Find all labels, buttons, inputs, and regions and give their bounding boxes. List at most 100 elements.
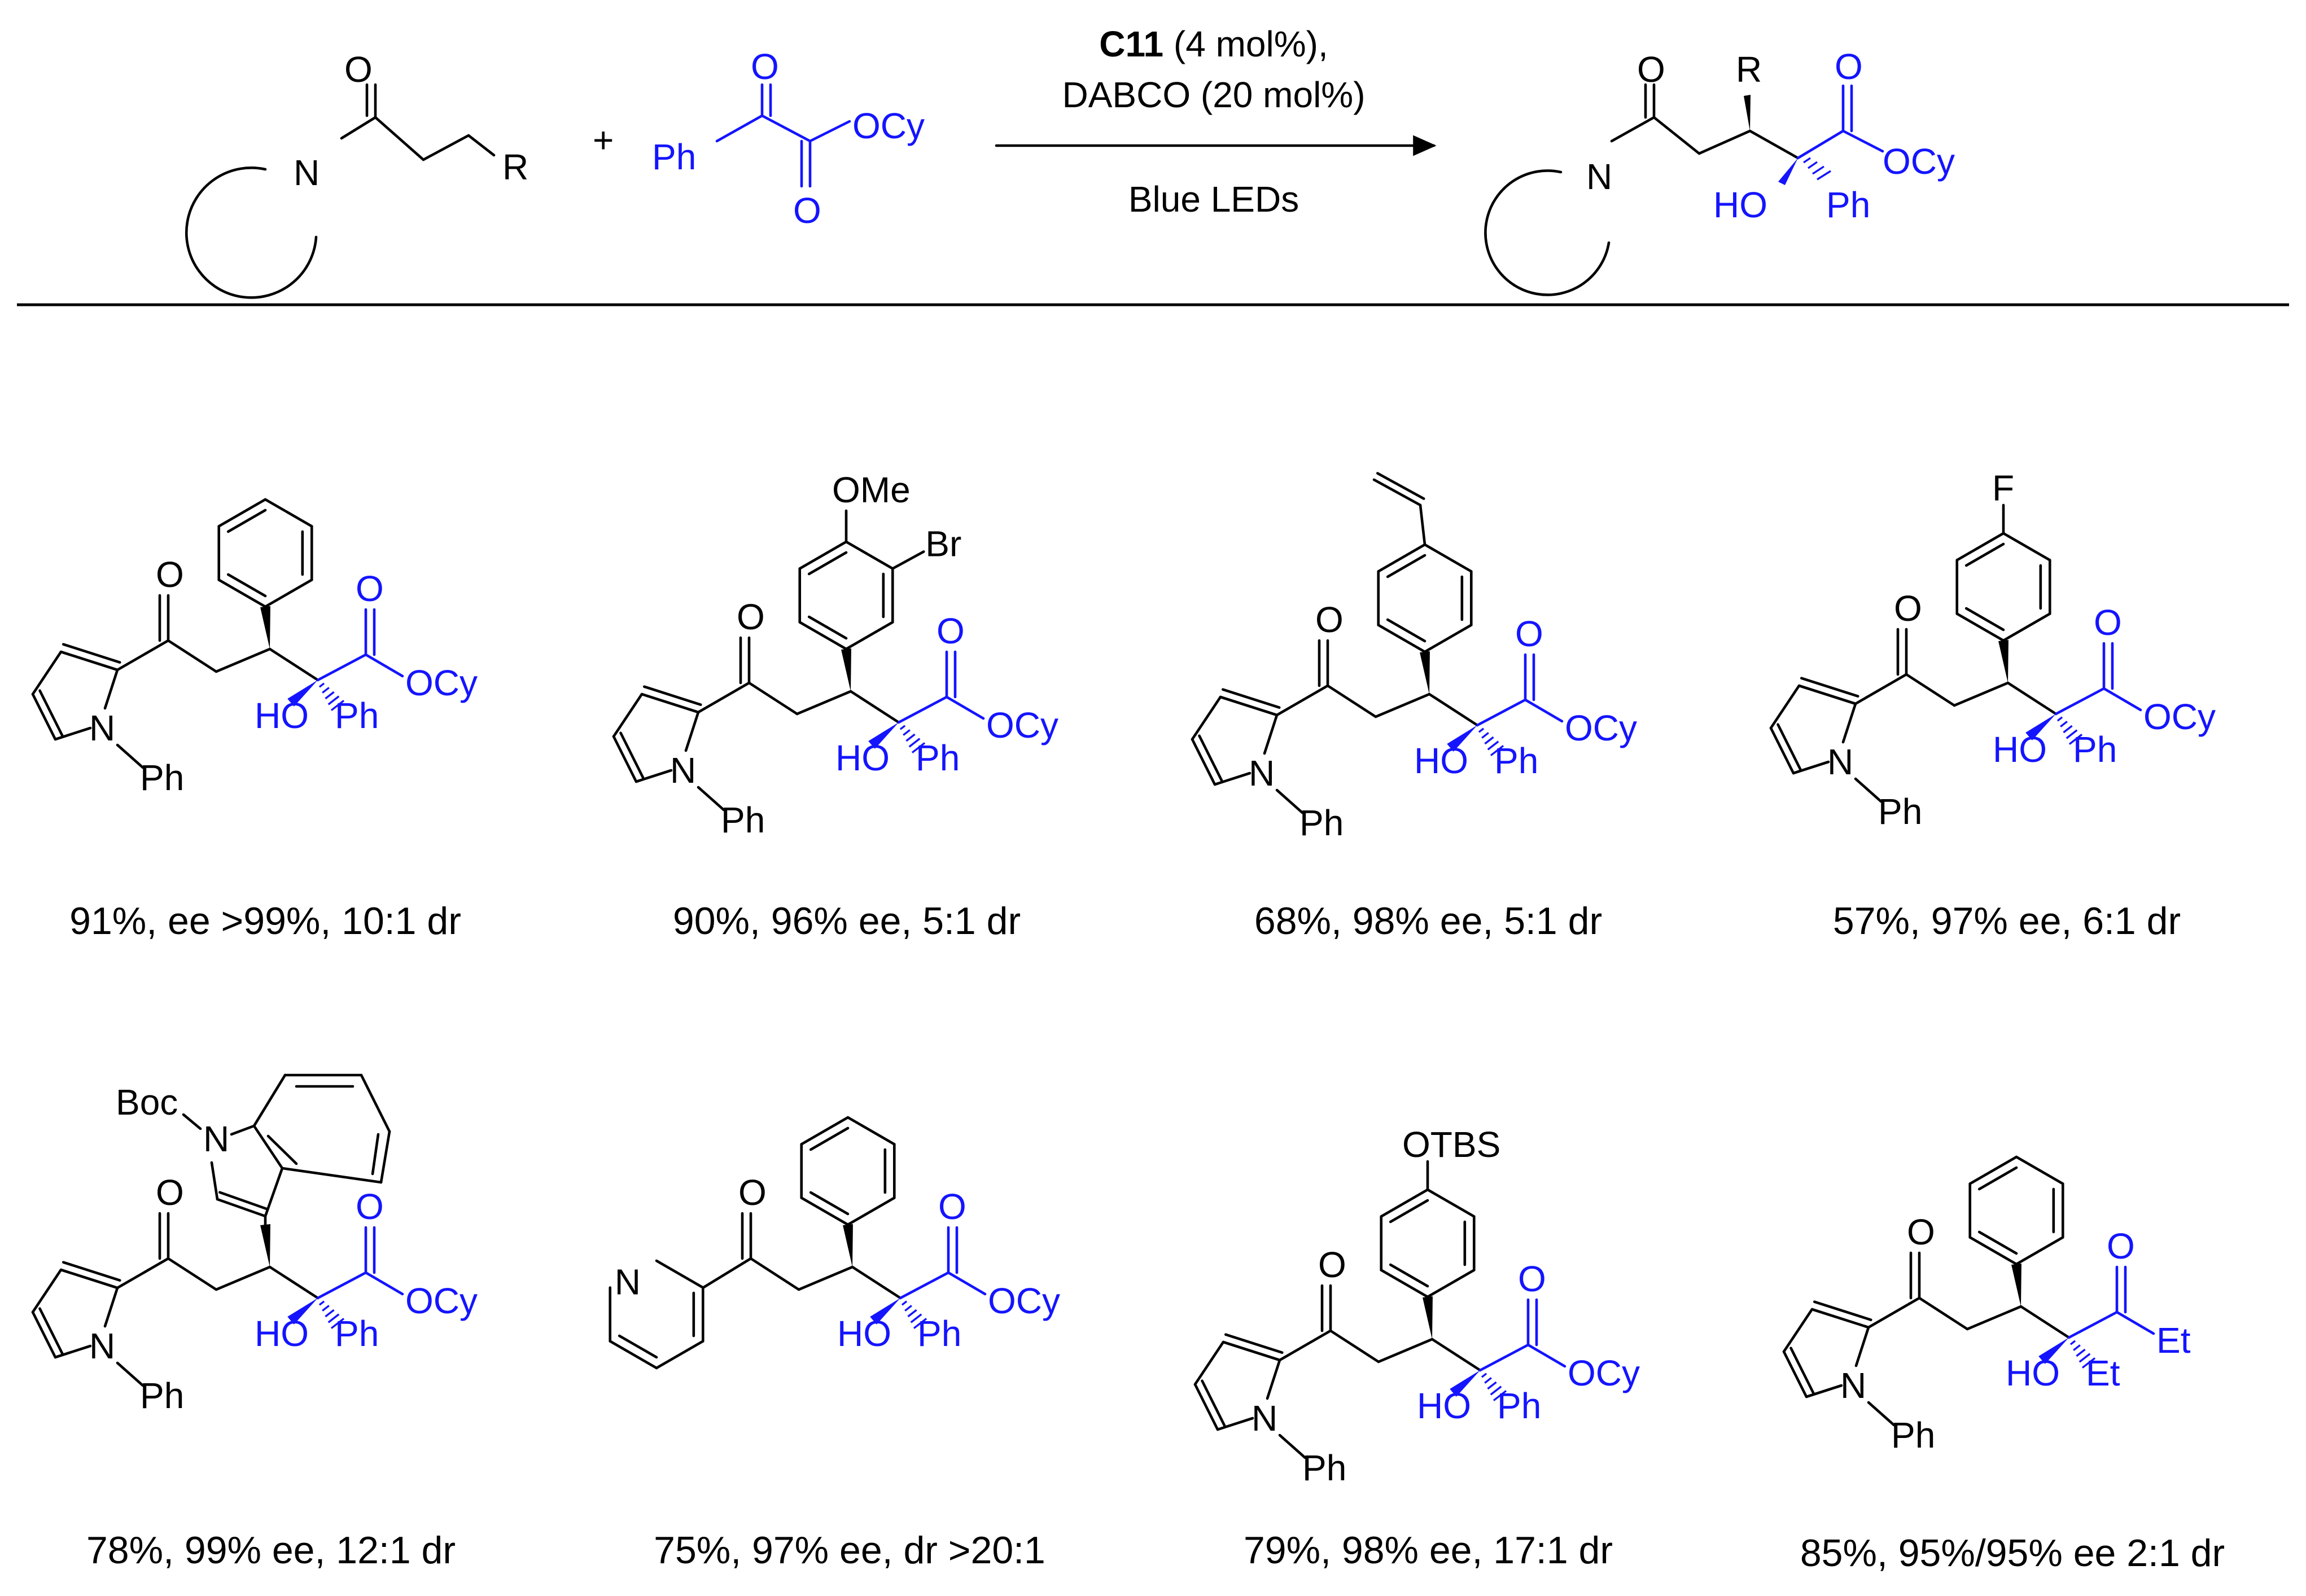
hash-bond [318, 682, 325, 688]
bond [1374, 692, 1431, 718]
hydroxyl-label: HO [1417, 1385, 1471, 1426]
bond [1918, 1296, 1969, 1331]
hash-bond [2060, 721, 2068, 727]
caption-product-8: 85%, 95%/95% ee 2:1 dr [1800, 1532, 2225, 1575]
bond [807, 551, 848, 576]
bond [182, 1113, 202, 1130]
alpha-phenyl-label: Ph [335, 695, 379, 736]
bond [747, 681, 799, 716]
n-phenyl-label: Ph [1891, 1415, 1935, 1455]
hash-bond [911, 742, 926, 753]
bond [749, 1257, 800, 1291]
bond [264, 1167, 284, 1218]
bond [697, 681, 751, 714]
bond [2102, 687, 2142, 712]
bond [1389, 1263, 1429, 1288]
hash-bond [901, 1300, 908, 1306]
bond [62, 643, 121, 664]
hash-bond [1484, 1377, 1492, 1384]
hash-bond [1490, 745, 1504, 756]
bond [1389, 1199, 1429, 1224]
product-r-group: R [1736, 49, 1762, 90]
bond [844, 621, 894, 651]
product-nitrogen: N [1586, 156, 1612, 197]
alpha-phenyl-label: Ph [335, 1313, 379, 1354]
bond [264, 578, 313, 608]
bond [1966, 1305, 2023, 1331]
hash-bond [327, 695, 340, 705]
pyrrole-nitrogen: N [1249, 753, 1275, 793]
bond [1278, 1329, 1332, 1362]
bond [54, 1344, 92, 1359]
bond [116, 639, 170, 672]
bond [59, 650, 119, 672]
n-phenyl-label: Ph [140, 1375, 184, 1416]
bond [1198, 734, 1223, 783]
bond [215, 1265, 272, 1291]
hash-bond [1481, 732, 1489, 739]
bond [618, 1334, 658, 1359]
bond [252, 1124, 284, 1170]
bond [1977, 1230, 2018, 1255]
n-phenyl-label: Ph [721, 800, 765, 840]
bond [266, 1134, 298, 1165]
ketoester-oxygen-2: O [793, 190, 821, 231]
hash-bond [2079, 1353, 2091, 1363]
bond [1193, 1383, 1219, 1431]
bond [1968, 1236, 2018, 1266]
bond [1426, 1188, 1476, 1218]
bond [1776, 723, 1802, 771]
product-phenyl: Ph [1826, 185, 1870, 225]
bond [1478, 1343, 1530, 1372]
hash-bond [904, 1305, 912, 1312]
bond [2054, 687, 2106, 716]
bond [684, 711, 700, 752]
n-phenyl-label: Ph [1299, 803, 1344, 843]
hash-bond [908, 738, 921, 748]
ester-ocy-label: OCy [1568, 1353, 1640, 1393]
bond [798, 540, 848, 570]
bond [1526, 1343, 1566, 1368]
caption-product-1: 91%, ee >99%, 10:1 dr [69, 900, 461, 942]
bond [1854, 1326, 1870, 1367]
bond [809, 1126, 850, 1151]
fluoro-label: F [1992, 468, 2014, 508]
hash-bond [903, 729, 911, 736]
hash-bond [910, 1313, 922, 1323]
methoxy-label: OMe [832, 470, 911, 510]
bond [947, 1271, 987, 1296]
hash-bond [325, 1309, 335, 1318]
hydroxyl-label: HO [1993, 729, 2047, 770]
alpha-phenyl-label: Ph [916, 738, 960, 778]
bond [1867, 1401, 1896, 1427]
bond [103, 1286, 119, 1328]
hydroxyl-label: HO [255, 695, 309, 736]
caption-product-3: 68%, 98% ee, 5:1 dr [1254, 900, 1602, 942]
hash-bond [2056, 716, 2063, 722]
bond [612, 692, 644, 738]
bond [1380, 1188, 1429, 1218]
pyrrole-nitrogen: N [1827, 742, 1853, 782]
bond [116, 1257, 170, 1290]
wedge-bond [287, 680, 318, 707]
bond [62, 1261, 121, 1282]
bond [252, 1073, 287, 1128]
product-ocy: OCy [1883, 141, 1955, 182]
bond [1955, 612, 2005, 642]
ketone-oxygen: O [1315, 599, 1344, 640]
hash-bond [2081, 1357, 2096, 1369]
hash-bond [322, 1305, 330, 1312]
bond [1841, 702, 1857, 744]
bond [1221, 688, 1281, 709]
plus-sign: + [593, 120, 614, 160]
bond [2115, 1310, 2155, 1335]
bond [1219, 695, 1279, 717]
bond [844, 540, 894, 570]
bond [1813, 1300, 1872, 1321]
ester-ocy-label: OCy [405, 663, 478, 703]
caption-product-7: 79%, 98% ee, 17:1 dr [1244, 1529, 1613, 1572]
bond [1377, 624, 1427, 654]
